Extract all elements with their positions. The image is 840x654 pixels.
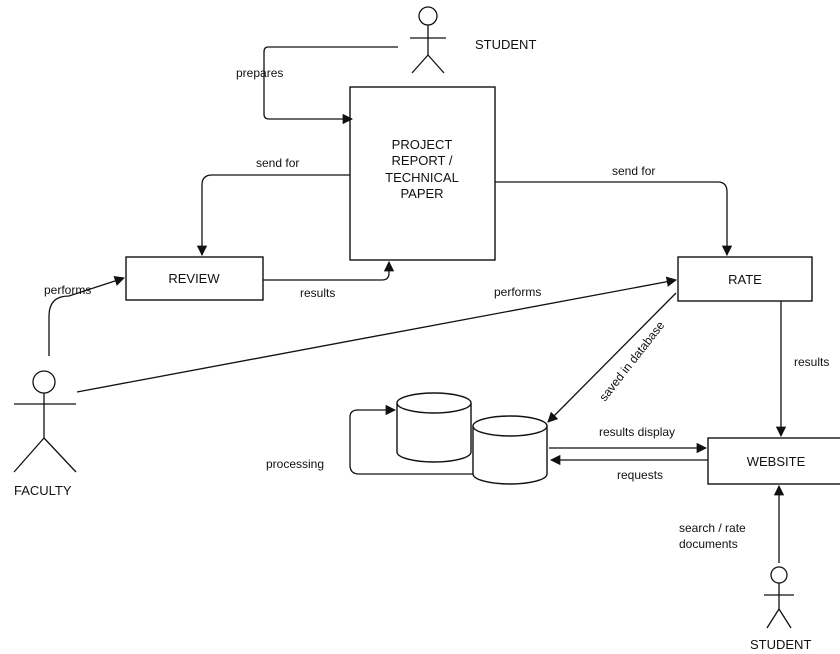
performs-rate-label: performs <box>494 285 541 299</box>
project-report-label-line1: PROJECT <box>392 137 453 152</box>
faculty-actor <box>13 370 77 473</box>
website-label: WEBSITE <box>747 454 806 469</box>
rate-label: RATE <box>728 272 762 287</box>
student-actor-bottom <box>764 566 794 629</box>
saved-in-database-arrow <box>547 292 677 423</box>
performs-rate-arrow <box>76 276 678 393</box>
saved-in-database-label: saved in database <box>596 318 667 404</box>
rate-results-label: results <box>794 355 829 369</box>
send-for-rate-arrow <box>495 181 733 257</box>
processing-label: processing <box>266 457 324 471</box>
project-report-label-line4: PAPER <box>400 186 443 201</box>
send-for-review-arrow <box>196 174 350 257</box>
send-for-rate-label: send for <box>612 164 655 178</box>
website-node: WEBSITE <box>707 437 840 485</box>
review-node: REVIEW <box>125 256 264 301</box>
review-results-arrow <box>263 260 395 281</box>
performs-review-label: performs <box>44 283 91 297</box>
review-label: REVIEW <box>168 271 220 286</box>
performs-review-arrow <box>48 275 125 356</box>
search-rate-label-line1: search / rate <box>679 521 746 535</box>
project-report-label-line3: TECHNICAL <box>385 170 459 185</box>
project-report-node: PROJECT REPORT / TECHNICAL PAPER <box>349 86 496 261</box>
student-actor-top <box>410 6 446 74</box>
prepares-label: prepares <box>236 66 283 80</box>
send-for-review-label: send for <box>256 156 299 170</box>
database-cylinder-front <box>472 415 548 485</box>
project-report-label-line2: REPORT / <box>392 153 453 168</box>
results-display-label: results display <box>599 425 675 439</box>
processing-loop-arrow <box>349 404 473 475</box>
faculty-label: FACULTY <box>14 483 72 498</box>
search-rate-label-line2: documents <box>679 537 738 551</box>
prepares-arrow <box>263 46 398 125</box>
student-top-label: STUDENT <box>475 37 536 52</box>
review-results-label: results <box>300 286 335 300</box>
student-bottom-label: STUDENT <box>750 637 811 652</box>
database-cylinder-back <box>396 392 472 463</box>
rate-node: RATE <box>677 256 813 302</box>
requests-label: requests <box>617 468 663 482</box>
